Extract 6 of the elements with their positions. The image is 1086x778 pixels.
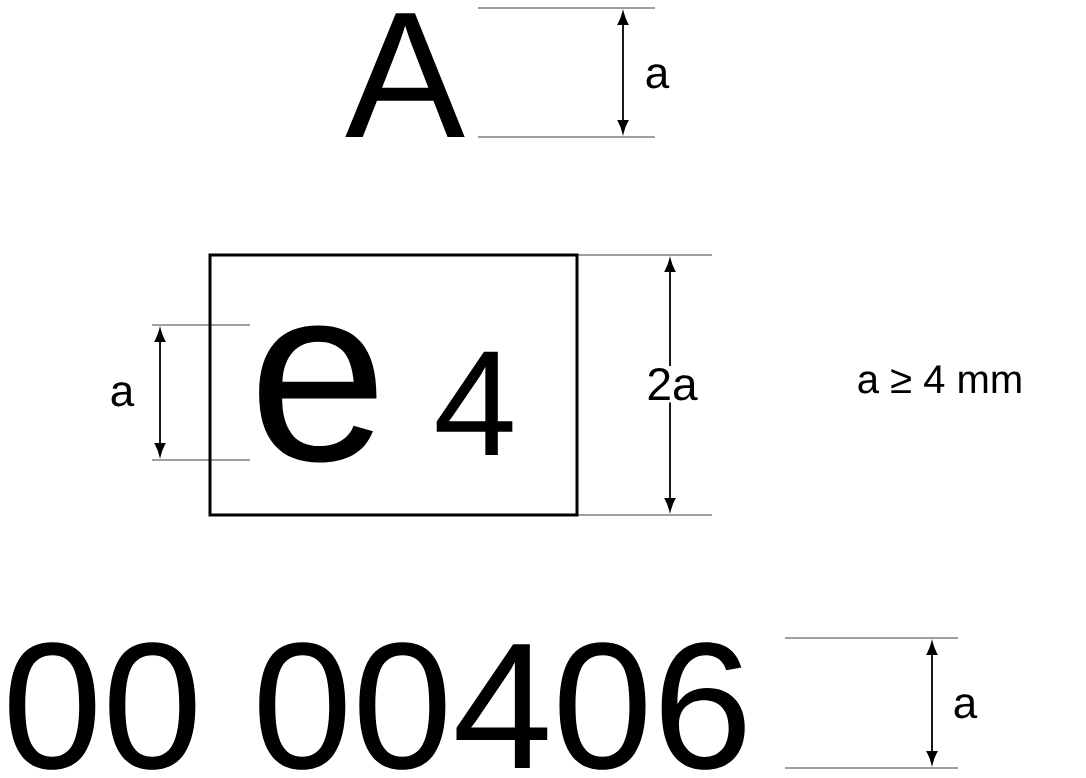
size-note: a ≥ 4 mm — [858, 365, 1021, 394]
dimension-label: a — [646, 64, 670, 89]
dimension-label: a — [111, 382, 135, 407]
dimension-label: 2a — [644, 365, 700, 403]
dimension-label: a — [954, 694, 978, 719]
mark-box: e 4 — [208, 253, 579, 517]
